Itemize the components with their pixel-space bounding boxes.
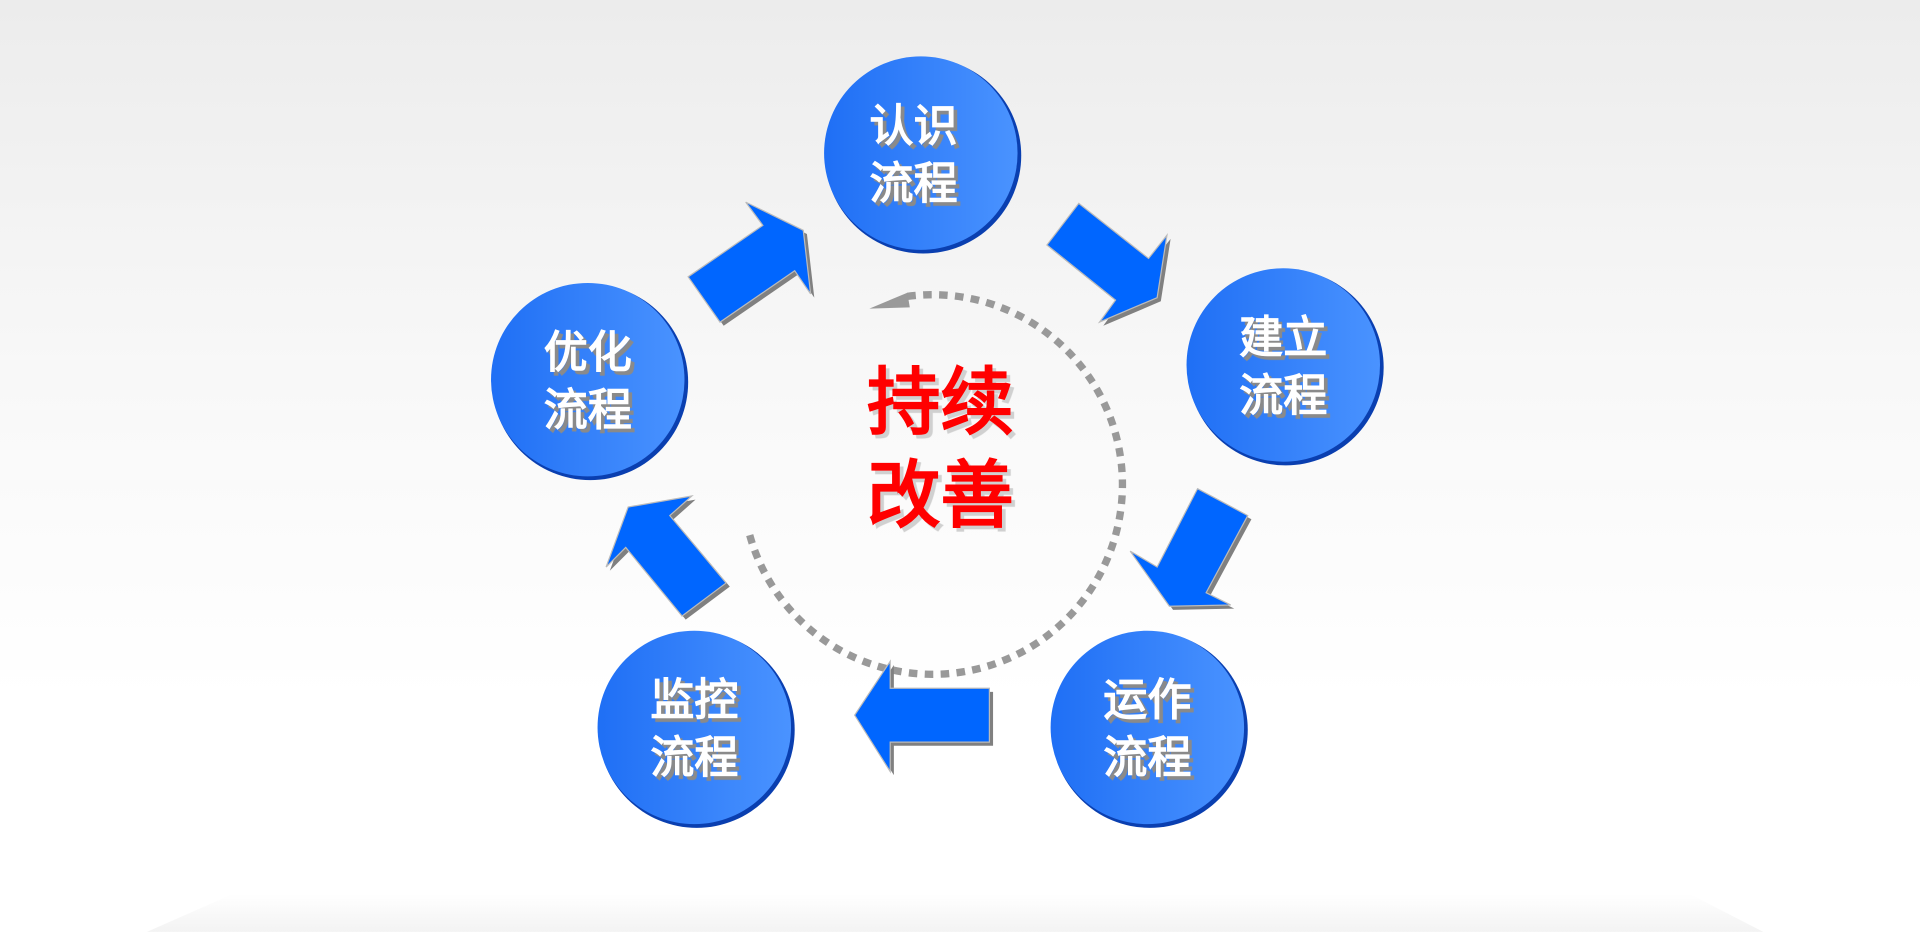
center-title: 持续 改善 — [867, 360, 1014, 538]
node-optimize-process: 优化 流程 — [491, 282, 689, 481]
arrow-recognize-to-build — [1046, 202, 1171, 326]
dotted-cycle-arc — [744, 291, 1127, 678]
node-label-line1: 建立 — [1239, 313, 1327, 364]
node-label-line2: 流程 — [869, 158, 957, 209]
node-label-line1: 监控 — [650, 675, 738, 726]
node-label-line2: 流程 — [544, 385, 632, 436]
floor-reflection — [146, 893, 1764, 932]
node-label-line1: 优化 — [544, 327, 632, 378]
arrow-optimize-to-recognize — [687, 201, 815, 326]
arrow-build-to-operate — [1129, 487, 1252, 610]
node-label-line2: 流程 — [1103, 733, 1191, 784]
arrow-operate-to-monitor — [853, 659, 994, 776]
node-label-line2: 流程 — [650, 733, 738, 784]
node-build-process: 建立 流程 — [1186, 268, 1384, 466]
node-label-line2: 流程 — [1239, 370, 1327, 421]
node-label-line1: 认识 — [869, 101, 957, 152]
node-recognize-process: 认识 流程 — [824, 56, 1022, 254]
center-title-line2: 改善 — [867, 453, 1014, 538]
dotted-cycle-arrowhead-icon — [869, 292, 910, 309]
node-label-line1: 运作 — [1103, 675, 1191, 726]
node-operate-process: 运作 流程 — [1050, 630, 1248, 828]
center-title-line1: 持续 — [867, 360, 1014, 445]
node-monitor-process: 监控 流程 — [597, 630, 795, 828]
arrow-monitor-to-optimize — [605, 495, 730, 620]
